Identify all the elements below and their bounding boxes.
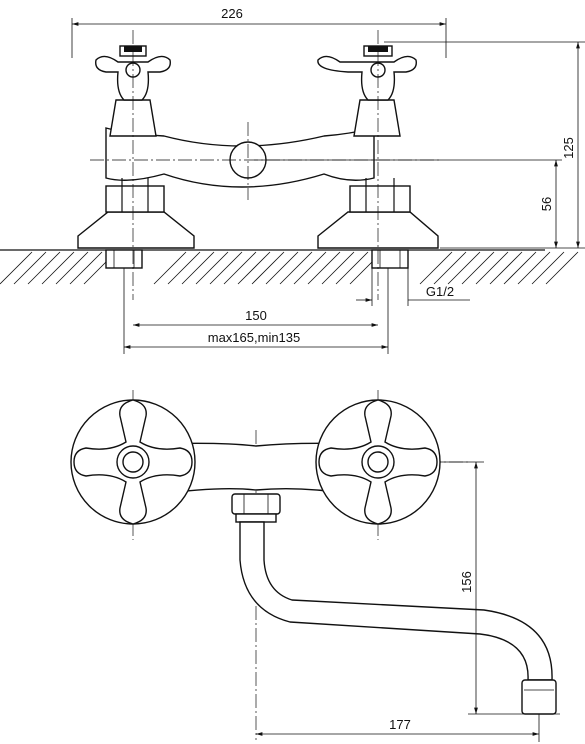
dim-total-height: 125 bbox=[384, 41, 585, 249]
plan-left-handle bbox=[70, 399, 196, 525]
dim-g12-label: G1/2 bbox=[426, 284, 454, 299]
hatch-line bbox=[195, 251, 229, 285]
left-hex-nut bbox=[105, 185, 165, 213]
hatch-line bbox=[209, 251, 243, 285]
dim-150-label: 150 bbox=[245, 308, 267, 323]
dim-range-label: max165,min135 bbox=[208, 330, 301, 345]
dim-center-distance: 150 bbox=[133, 308, 378, 327]
hatch-line bbox=[223, 251, 257, 285]
hatch-line bbox=[167, 251, 201, 285]
hatch-line bbox=[433, 251, 467, 285]
dim-overall-width: 226 bbox=[71, 6, 447, 58]
plan-right-handle bbox=[315, 399, 441, 525]
hatch-line bbox=[237, 251, 271, 285]
hatch-line bbox=[293, 251, 327, 285]
dim-125-label: 125 bbox=[561, 137, 576, 159]
hatch-line bbox=[503, 251, 537, 285]
hatch-line bbox=[531, 251, 565, 285]
dim-base-height: 56 bbox=[254, 159, 562, 248]
hatch-line bbox=[321, 251, 355, 285]
hatch-line bbox=[251, 251, 285, 285]
plan-view: 156 177 bbox=[70, 390, 560, 742]
hatch-line bbox=[27, 251, 61, 285]
hatch-line bbox=[279, 251, 313, 285]
hatch-line bbox=[55, 251, 89, 285]
hatch-line bbox=[307, 251, 341, 285]
hatch-line bbox=[461, 251, 495, 285]
hatch-line bbox=[475, 251, 509, 285]
hatch-line bbox=[153, 251, 187, 285]
hatch-line bbox=[419, 251, 453, 285]
hatch-line bbox=[181, 251, 215, 285]
hatch-line bbox=[265, 251, 299, 285]
hatch-line bbox=[69, 251, 103, 285]
left-inlet bbox=[105, 249, 143, 269]
hatch-line bbox=[489, 251, 523, 285]
spout-tube bbox=[239, 521, 553, 681]
front-elevation-view: 226 125 56 G1/2 150 bbox=[0, 6, 585, 354]
dim-177-label: 177 bbox=[389, 717, 411, 732]
right-cross-handle bbox=[317, 45, 417, 101]
left-escutcheon bbox=[77, 211, 195, 249]
hatch-line bbox=[41, 251, 75, 285]
hatch-line bbox=[517, 251, 551, 285]
right-hex-nut bbox=[349, 185, 411, 213]
right-valve-body bbox=[353, 99, 401, 137]
hatch-line bbox=[545, 251, 579, 285]
dim-thread: G1/2 bbox=[356, 268, 470, 306]
hatch-line bbox=[447, 251, 481, 285]
dim-156-label: 156 bbox=[459, 571, 474, 593]
dim-center-range: max165,min135 bbox=[123, 268, 389, 354]
hatch-line bbox=[13, 251, 47, 285]
dim-spout-reach: 177 bbox=[255, 714, 540, 742]
dim-226-label: 226 bbox=[221, 6, 243, 21]
hatch-line bbox=[0, 251, 33, 285]
spout-aerator bbox=[521, 679, 557, 715]
hatch-line bbox=[335, 251, 369, 285]
wall-hatching bbox=[0, 249, 579, 285]
spout-swivel-nut bbox=[231, 493, 281, 523]
dim-56-label: 56 bbox=[539, 197, 554, 211]
dim-spout-height: 156 bbox=[440, 461, 560, 715]
right-inlet bbox=[371, 249, 409, 269]
